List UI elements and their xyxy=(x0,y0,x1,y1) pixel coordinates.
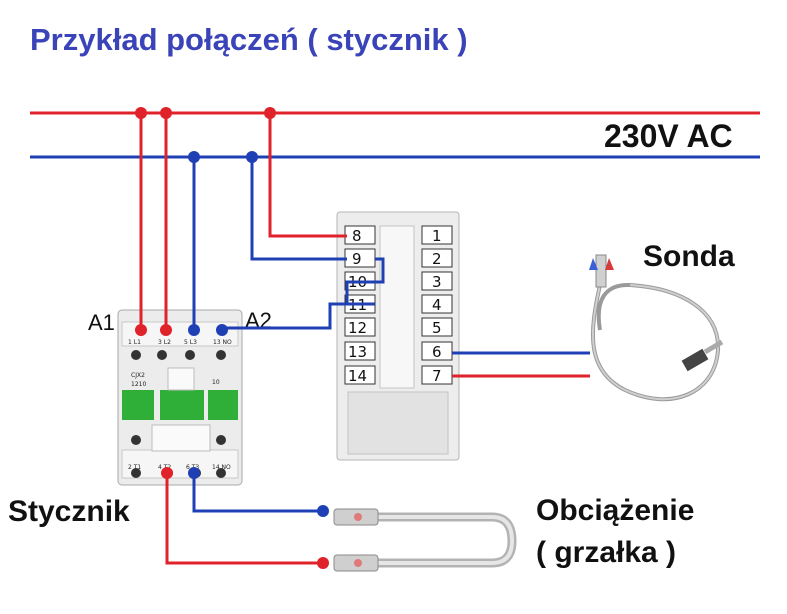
svg-text:5: 5 xyxy=(432,319,442,337)
contactor-model: CJX2 xyxy=(131,372,145,379)
terminal-1: 1 xyxy=(421,225,453,245)
contactor-label: Stycznik xyxy=(8,495,130,528)
terminal-mark-13no: 13 NO xyxy=(213,339,232,346)
svg-text:3: 3 xyxy=(432,273,442,291)
heater-element xyxy=(333,508,517,572)
terminal-5: 5 xyxy=(421,317,453,337)
load-sublabel: ( grzałka ) xyxy=(536,536,677,569)
contactor-rating: 1210 xyxy=(131,381,146,388)
terminal-7: 7 xyxy=(421,365,453,385)
terminal-mark-l3: 5 L3 xyxy=(184,339,197,346)
svg-text:4: 4 xyxy=(432,296,442,314)
svg-text:6: 6 xyxy=(432,343,442,361)
terminal-mark-l1: 1 L1 xyxy=(128,339,141,346)
terminal-mark-14no: 14 NO xyxy=(212,464,231,471)
diagram-title: Przykład połączeń ( stycznik ) xyxy=(30,22,468,57)
svg-text:14: 14 xyxy=(348,367,367,385)
svg-text:2: 2 xyxy=(432,250,442,268)
svg-text:7: 7 xyxy=(432,367,442,385)
temperature-probe xyxy=(589,254,724,402)
probe-label: Sonda xyxy=(643,240,735,273)
svg-text:13: 13 xyxy=(348,343,367,361)
terminal-8: 8 xyxy=(344,225,376,245)
svg-text:8: 8 xyxy=(352,227,362,245)
contactor-aux-mark: 10 xyxy=(212,379,220,386)
terminal-2: 2 xyxy=(421,248,453,268)
terminal-mark-l2: 3 L2 xyxy=(158,339,171,346)
temperature-controller: 8 9 10 11 12 13 14 1 2 3 4 5 6 7 xyxy=(336,211,460,461)
terminal-14: 14 xyxy=(344,365,376,385)
terminal-6: 6 xyxy=(421,341,453,361)
terminal-13: 13 xyxy=(344,341,376,361)
neutral-wires xyxy=(192,157,590,513)
supply-voltage-label: 230V AC xyxy=(604,118,733,154)
load-label: Obciążenie xyxy=(536,494,695,527)
contactor: CJX2 1210 10 1 L1 3 L2 5 L3 13 NO 2 T1 4… xyxy=(117,309,243,486)
terminal-4: 4 xyxy=(421,294,453,314)
junction-dots xyxy=(135,107,329,569)
phase-wires xyxy=(139,113,590,565)
terminal-3: 3 xyxy=(421,271,453,291)
terminal-12: 12 xyxy=(344,317,376,337)
terminal-mark-t1: 2 T1 xyxy=(128,464,141,471)
svg-text:1: 1 xyxy=(432,227,442,245)
svg-text:9: 9 xyxy=(352,250,362,268)
svg-text:12: 12 xyxy=(348,319,367,337)
coil-a1-label: A1 xyxy=(88,310,115,335)
terminal-9: 9 xyxy=(344,248,376,268)
